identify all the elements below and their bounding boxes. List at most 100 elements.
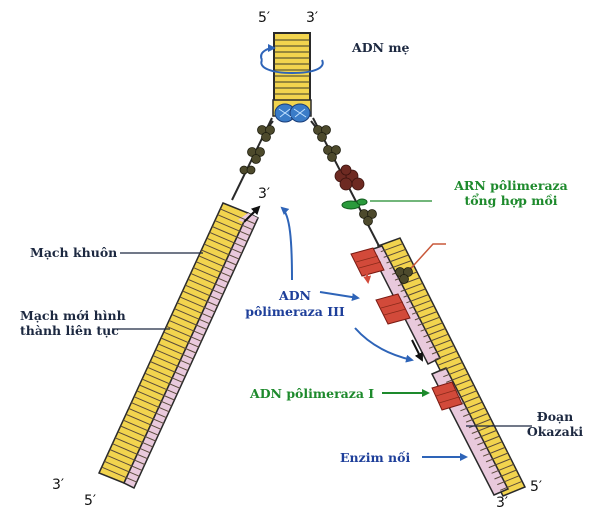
base-pair-rung: [174, 308, 210, 325]
base-pair-rung: [491, 463, 514, 474]
base-pair-rung: [403, 288, 426, 298]
base-pair-rung: [477, 435, 500, 446]
base-pair-rung: [101, 466, 137, 483]
leading-strand-arm: [97, 117, 273, 490]
base-pair-rung: [463, 407, 486, 417]
base-pair-rung: [488, 458, 511, 469]
base-pair-rung: [163, 331, 199, 348]
primase: [334, 164, 365, 191]
dna-polymerase-iii-label-2: pôlimeraza III: [245, 304, 345, 319]
base-pair-rung: [150, 361, 186, 377]
leading-strand-label-2: thành liên tục: [20, 323, 119, 338]
base-pair-rung: [417, 316, 440, 326]
base-pair-rung: [115, 437, 151, 454]
pointer-lines: [112, 200, 532, 461]
base-pair-rung: [117, 431, 154, 448]
base-pair-rung: [414, 311, 438, 321]
base-pair-rung: [446, 373, 469, 383]
base-pair-rung: [397, 277, 421, 287]
ssb-proteins: [239, 125, 413, 284]
dna-polymerase-i-label: ADN pôlimeraza I: [250, 386, 375, 401]
base-pair-rung: [133, 396, 170, 413]
lagging-strand-arm: [312, 117, 527, 497]
base-pair-rung: [428, 339, 452, 349]
base-pair-rung: [177, 302, 213, 319]
base-pair-rung: [171, 314, 207, 330]
okazaki-label-1: Đoạn: [536, 409, 574, 424]
base-pair-rung: [123, 419, 159, 436]
base-pair-rung: [144, 372, 180, 389]
base-pair-rung: [158, 343, 194, 360]
base-pair-rung: [190, 272, 226, 289]
base-pair-rung: [187, 278, 224, 295]
base-pair-rung: [160, 337, 197, 354]
base-pair-rung: [386, 254, 409, 264]
base-pair-rung: [217, 214, 253, 231]
base-pair-rung: [104, 460, 140, 477]
base-pair-rung: [185, 284, 221, 301]
leading-end-3-prime-label: 3′: [258, 186, 271, 202]
base-pair-rung: [166, 325, 202, 342]
base-pair-rung: [389, 260, 412, 270]
base-pair-rung: [220, 208, 256, 225]
base-pair-rung: [125, 413, 162, 430]
base-pair-rung: [480, 441, 503, 451]
base-pair-rung: [431, 345, 455, 355]
base-pair-rung: [474, 429, 497, 440]
base-pair-rung: [482, 446, 506, 457]
base-pair-rung: [500, 480, 523, 491]
right-bottom-5-prime-label: 5′: [530, 479, 543, 495]
base-pair-rung: [120, 425, 156, 442]
base-pair-rung: [426, 333, 449, 344]
base-pair-rung: [201, 249, 237, 266]
right-bottom-3-prime-label: 3′: [496, 495, 509, 511]
template-strand-label: Mạch khuôn: [30, 245, 118, 260]
base-pair-rung: [152, 355, 189, 372]
base-pair-rung: [168, 319, 205, 336]
base-pair-rung: [128, 407, 164, 424]
parent-dna-label: ADN mẹ: [352, 40, 410, 55]
base-pair-rung: [437, 356, 460, 366]
base-pair-rung: [212, 226, 248, 242]
rna-polymerase-primer: [341, 198, 368, 210]
base-pair-rung: [182, 290, 218, 307]
base-pair-rung: [460, 401, 483, 412]
base-pair-rung: [443, 367, 466, 378]
rna-polymerase-label-2: tổng hợp mồi: [464, 193, 558, 208]
helicase: [265, 99, 319, 131]
base-pair-rung: [209, 231, 245, 248]
base-pair-rung: [420, 322, 443, 332]
rna-polymerase-label-1: ARN pôlimeraza: [454, 178, 568, 193]
base-pair-rung: [406, 294, 429, 304]
base-pair-rung: [465, 412, 489, 423]
base-pair-rung: [198, 255, 234, 272]
base-pair-rung: [497, 475, 520, 486]
base-pair-rung: [409, 299, 432, 309]
parent-dna-helix: [260, 32, 324, 104]
base-pair-rung: [411, 305, 435, 315]
base-pair-rung: [423, 328, 446, 338]
base-pair-rung: [485, 452, 509, 463]
base-pair-rung: [141, 378, 178, 395]
base-pair-rung: [203, 243, 240, 260]
base-pair-rung: [440, 362, 463, 372]
base-pair-rung: [155, 349, 191, 366]
top-5-prime-label: 5′: [258, 10, 271, 26]
okazaki-label-2: Okazaki: [526, 424, 584, 439]
base-pair-rung: [139, 384, 175, 401]
left-bottom-3-prime-label: 3′: [52, 477, 65, 493]
top-3-prime-label: 3′: [306, 10, 319, 26]
base-pair-rung: [400, 282, 423, 292]
left-bottom-5-prime-label: 5′: [84, 493, 97, 509]
leading-strand-label-1: Mạch mới hình: [20, 308, 126, 323]
base-pair-rung: [109, 449, 145, 465]
base-pair-rung: [179, 296, 216, 313]
base-pair-rung: [136, 390, 172, 407]
base-pair-rung: [434, 350, 457, 361]
base-pair-rung: [494, 469, 517, 480]
base-pair-rung: [147, 366, 183, 383]
base-pair-rung: [112, 443, 148, 460]
base-pair-rung: [380, 243, 403, 253]
